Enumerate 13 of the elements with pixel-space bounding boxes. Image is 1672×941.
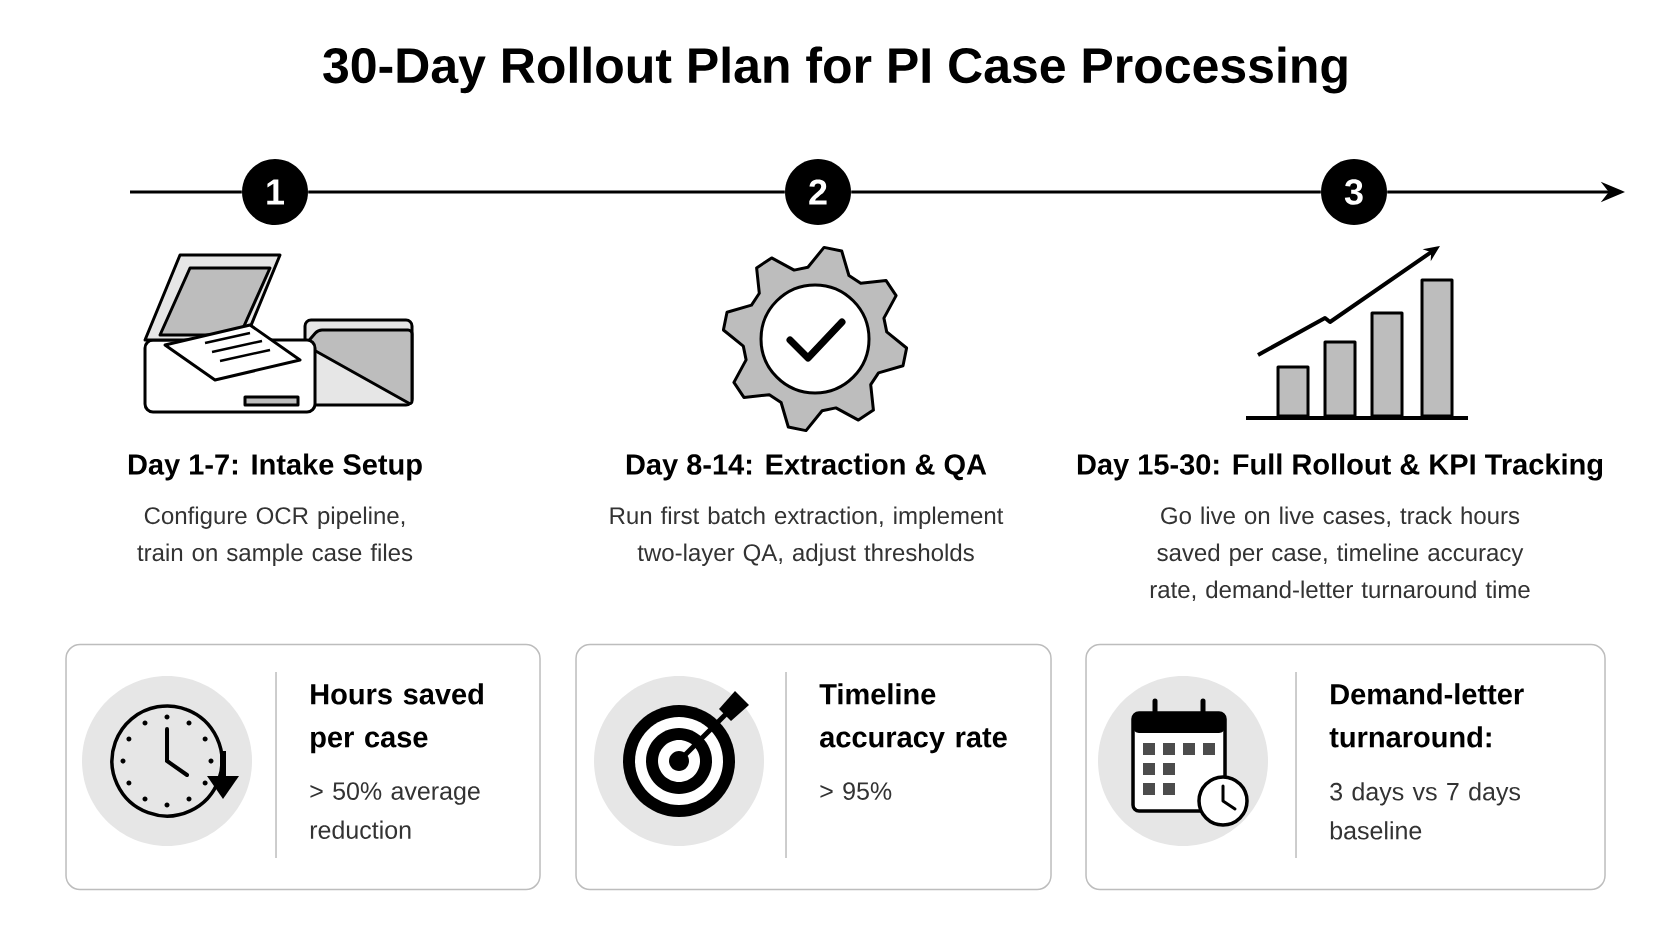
kpi-card: Demand-letter turnaround: 3 days vs 7 days baseline [1085, 643, 1606, 891]
phase-heading: Day 15-30: Full Rollout & KPI Tracking [1077, 453, 1603, 481]
kpi-card: Timeline accuracy rate > 95% [575, 643, 1052, 891]
timeline-line [308, 190, 785, 194]
phase-description: Configure OCR pipeline, train on sample case files [137, 506, 413, 566]
phase-description: Run first batch extraction, implement two-layer QA, adjust thresholds [610, 506, 1004, 566]
phase-heading: Day 1-7: Intake Setup [128, 453, 422, 481]
phase-heading: Day 8-14: Extraction & QA [626, 453, 987, 481]
phase-description: Go live on live cases, track hours saved per case, timeline accuracy rate, demand-letter turnaround time [1150, 506, 1530, 601]
kpi-card: Hours saved per case > 50% average reduction [65, 643, 541, 891]
timeline-line [130, 190, 242, 194]
title: 30-Day Rollout Plan for PI Case Processing [323, 46, 1347, 94]
timeline-line [851, 190, 1321, 194]
